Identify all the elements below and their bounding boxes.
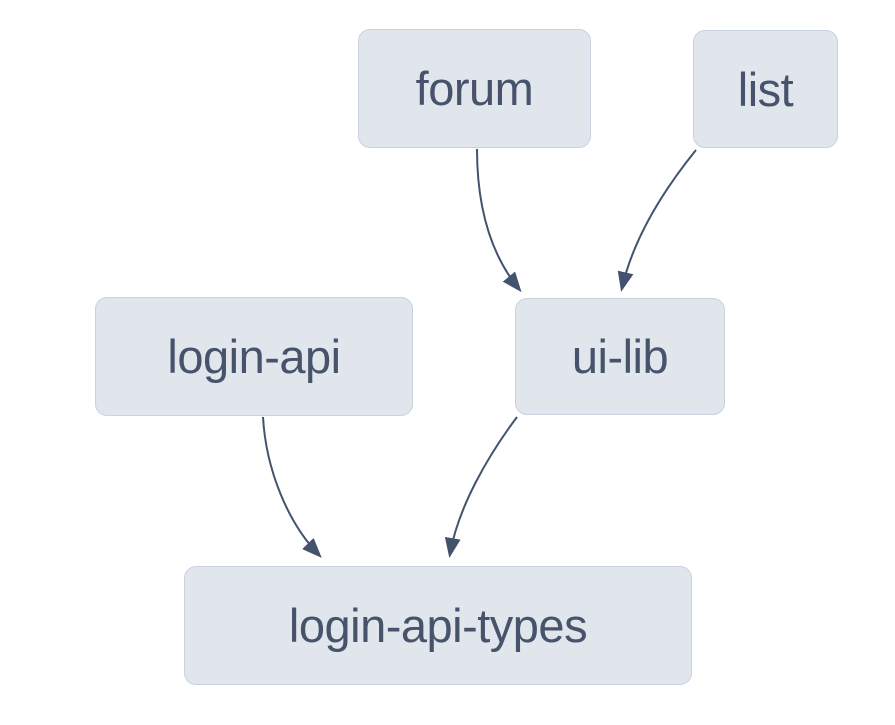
- node-ui-lib-label: ui-lib: [571, 330, 669, 383]
- node-list[interactable]: list: [693, 30, 838, 148]
- edge-forum-to-ui-lib: [476, 148, 522, 293]
- edge-login-api-to-login-api-types: [262, 416, 322, 558]
- node-forum-label: forum: [415, 62, 534, 115]
- node-login-api-label: login-api: [167, 330, 341, 383]
- node-forum[interactable]: forum: [358, 29, 591, 148]
- edge-ui-lib-to-login-api-types: [444, 416, 518, 558]
- node-list-label: list: [737, 62, 794, 116]
- node-login-api[interactable]: login-api: [95, 297, 413, 416]
- edge-list-to-ui-lib: [617, 149, 697, 292]
- node-login-api-types[interactable]: login-api-types: [184, 566, 692, 685]
- node-login-api-types-label: login-api-types: [288, 599, 588, 652]
- node-ui-lib[interactable]: ui-lib: [515, 298, 725, 415]
